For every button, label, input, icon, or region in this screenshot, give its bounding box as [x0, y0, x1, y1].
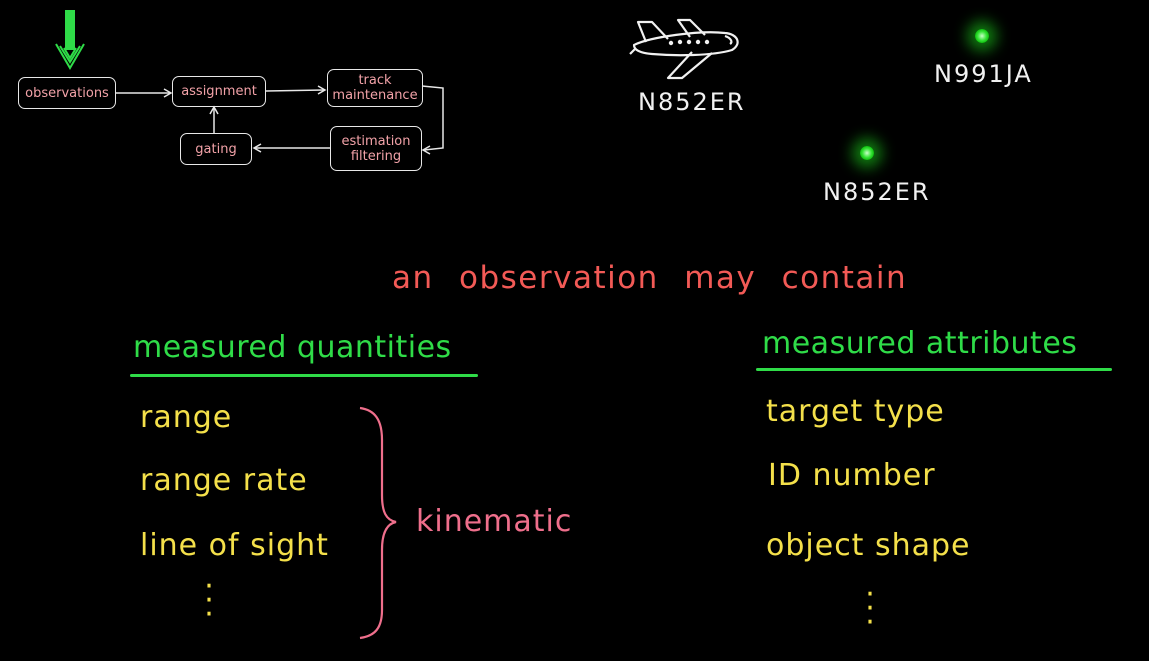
quantities-more-dots: ··· — [204, 569, 214, 632]
arrow-assignment-to-track — [265, 89, 325, 92]
track-maintenance-box: track maintenance — [327, 69, 423, 107]
quantity-item-line-of-sight: line of sight — [140, 528, 329, 563]
estimation-filtering-box: estimation filtering — [330, 126, 422, 171]
gating-box: gating — [180, 133, 252, 165]
kinematic-label: kinematic — [416, 504, 573, 539]
observations-box: observations — [18, 77, 116, 109]
measured-attributes-underline — [756, 368, 1112, 371]
target-dot-top-right — [975, 29, 989, 43]
measured-quantities-underline — [130, 374, 478, 377]
attribute-item-id-number: ID number — [768, 458, 936, 493]
airplane-windows — [668, 39, 710, 46]
input-arrow-icon — [55, 10, 85, 70]
measured-quantities-title: measured quantities — [133, 330, 452, 365]
arrow-track-to-estimation — [421, 85, 444, 151]
observation-heading: an observation may contain — [392, 260, 908, 296]
kinematic-brace — [359, 406, 397, 640]
attributes-more-dots: ··· — [865, 577, 875, 640]
target-dot-center — [860, 146, 874, 160]
aircraft-label: N852ER — [638, 88, 746, 116]
attribute-item-object-shape: object shape — [766, 528, 971, 563]
quantity-item-range: range — [140, 400, 233, 435]
assignment-box: assignment — [172, 76, 266, 107]
quantity-item-range-rate: range rate — [140, 463, 308, 498]
measured-attributes-title: measured attributes — [762, 326, 1078, 361]
attribute-item-target-type: target type — [766, 394, 945, 429]
airplane-icon — [629, 18, 739, 80]
dot-center-label: N852ER — [823, 178, 931, 206]
dot-top-right-label: N991JA — [934, 60, 1033, 88]
